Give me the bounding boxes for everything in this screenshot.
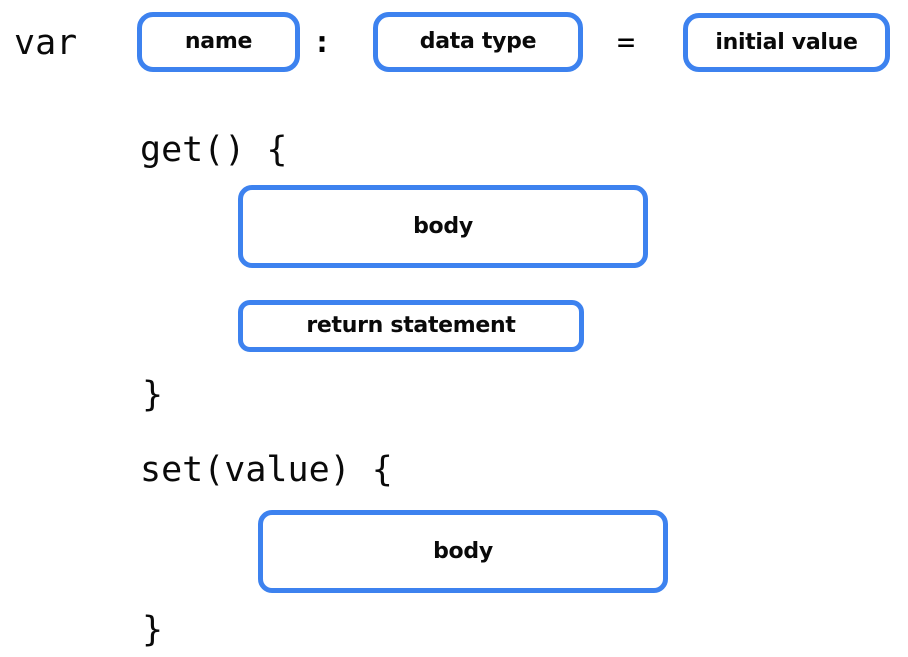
data-type-box[interactable]: data type xyxy=(373,12,583,72)
initial-value-box[interactable]: initial value xyxy=(683,13,890,72)
name-box[interactable]: name xyxy=(137,12,300,72)
return-statement-box[interactable]: return statement xyxy=(238,300,584,352)
setter-body-box[interactable]: body xyxy=(258,510,668,593)
setter-closing-brace: } xyxy=(142,610,164,650)
name-box-label: name xyxy=(184,29,253,54)
getter-body-box-label: body xyxy=(413,213,473,239)
setter-declaration: set(value) { xyxy=(140,450,393,490)
getter-body-box[interactable]: body xyxy=(238,185,648,268)
data-type-box-label: data type xyxy=(419,29,537,54)
getter-closing-brace: } xyxy=(142,375,164,415)
setter-body-box-label: body xyxy=(433,538,493,564)
colon-operator: : xyxy=(313,25,332,60)
getter-declaration: get() { xyxy=(140,130,288,170)
initial-value-box-label: initial value xyxy=(715,29,858,55)
equals-operator: = xyxy=(617,25,636,60)
return-statement-box-label: return statement xyxy=(306,313,516,338)
keyword-var: var xyxy=(14,23,78,63)
